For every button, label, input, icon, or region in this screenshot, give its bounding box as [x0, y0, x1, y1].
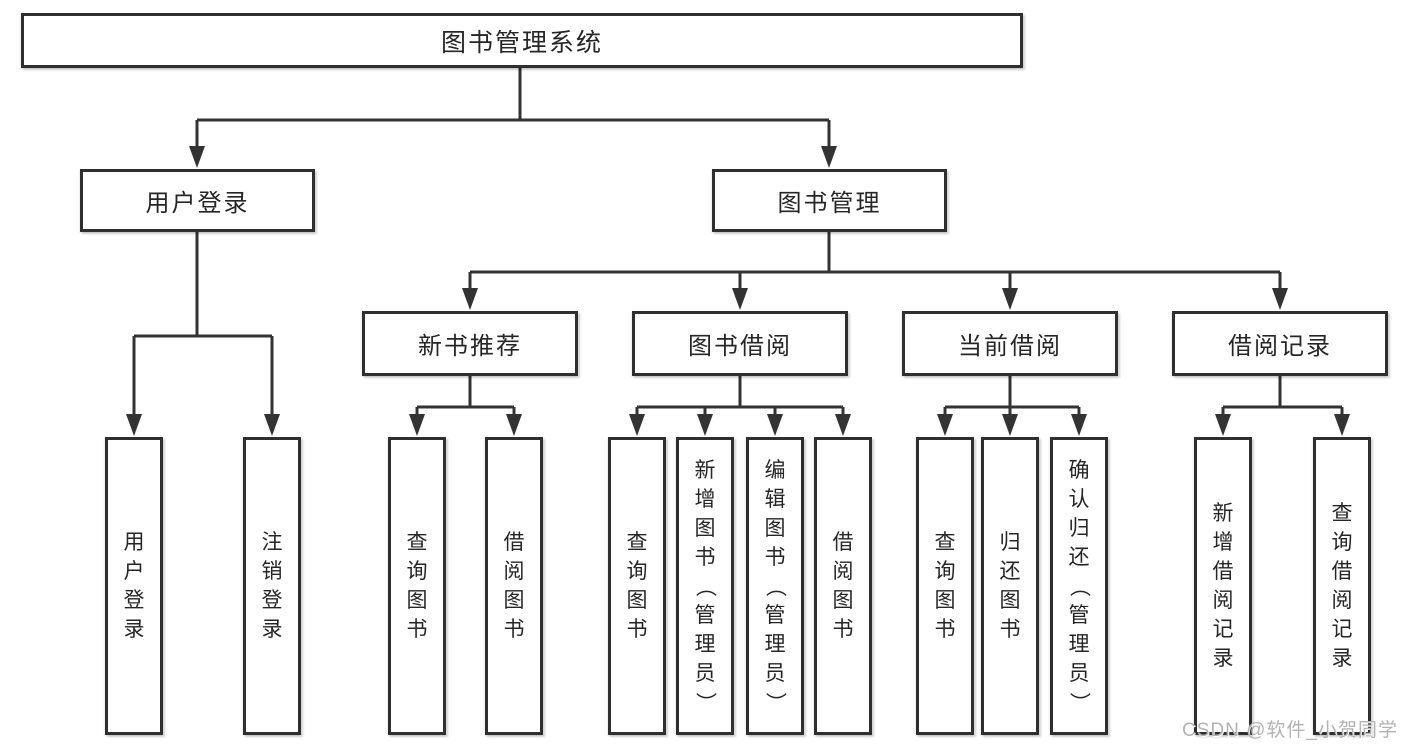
watermark: CSDN @软件_小贺同学 [1182, 720, 1398, 741]
leaf-query-books-borrowing: 查询图书 [608, 437, 666, 735]
node-library-management-system: 图书管理系统 [21, 13, 1023, 68]
leaf-borrow-books-borrowing: 借阅图书 [814, 437, 872, 735]
node-book-borrowing: 图书借阅 [632, 311, 848, 376]
leaf-user-login: 用户登录 [105, 437, 163, 735]
leaf-add-book-admin: 新增图书（管理员） [676, 437, 734, 735]
leaf-query-books-current: 查询图书 [916, 437, 974, 735]
node-book-management: 图书管理 [712, 169, 947, 232]
leaf-query-borrow-record: 查询借阅记录 [1313, 437, 1371, 735]
leaf-add-borrow-record: 新增借阅记录 [1194, 437, 1252, 735]
node-current-borrowing: 当前借阅 [902, 311, 1118, 376]
leaf-borrow-books-recommend: 借阅图书 [485, 437, 543, 735]
leaf-logout: 注销登录 [243, 437, 301, 735]
leaf-return-books: 归还图书 [981, 437, 1039, 735]
node-new-book-recommendation: 新书推荐 [362, 311, 578, 376]
node-borrowing-records: 借阅记录 [1172, 311, 1388, 376]
leaf-confirm-return-admin: 确认归还（管理员） [1050, 437, 1108, 735]
leaf-query-books-recommend: 查询图书 [388, 437, 446, 735]
node-user-login: 用户登录 [80, 169, 315, 232]
leaf-edit-book-admin: 编辑图书（管理员） [746, 437, 804, 735]
